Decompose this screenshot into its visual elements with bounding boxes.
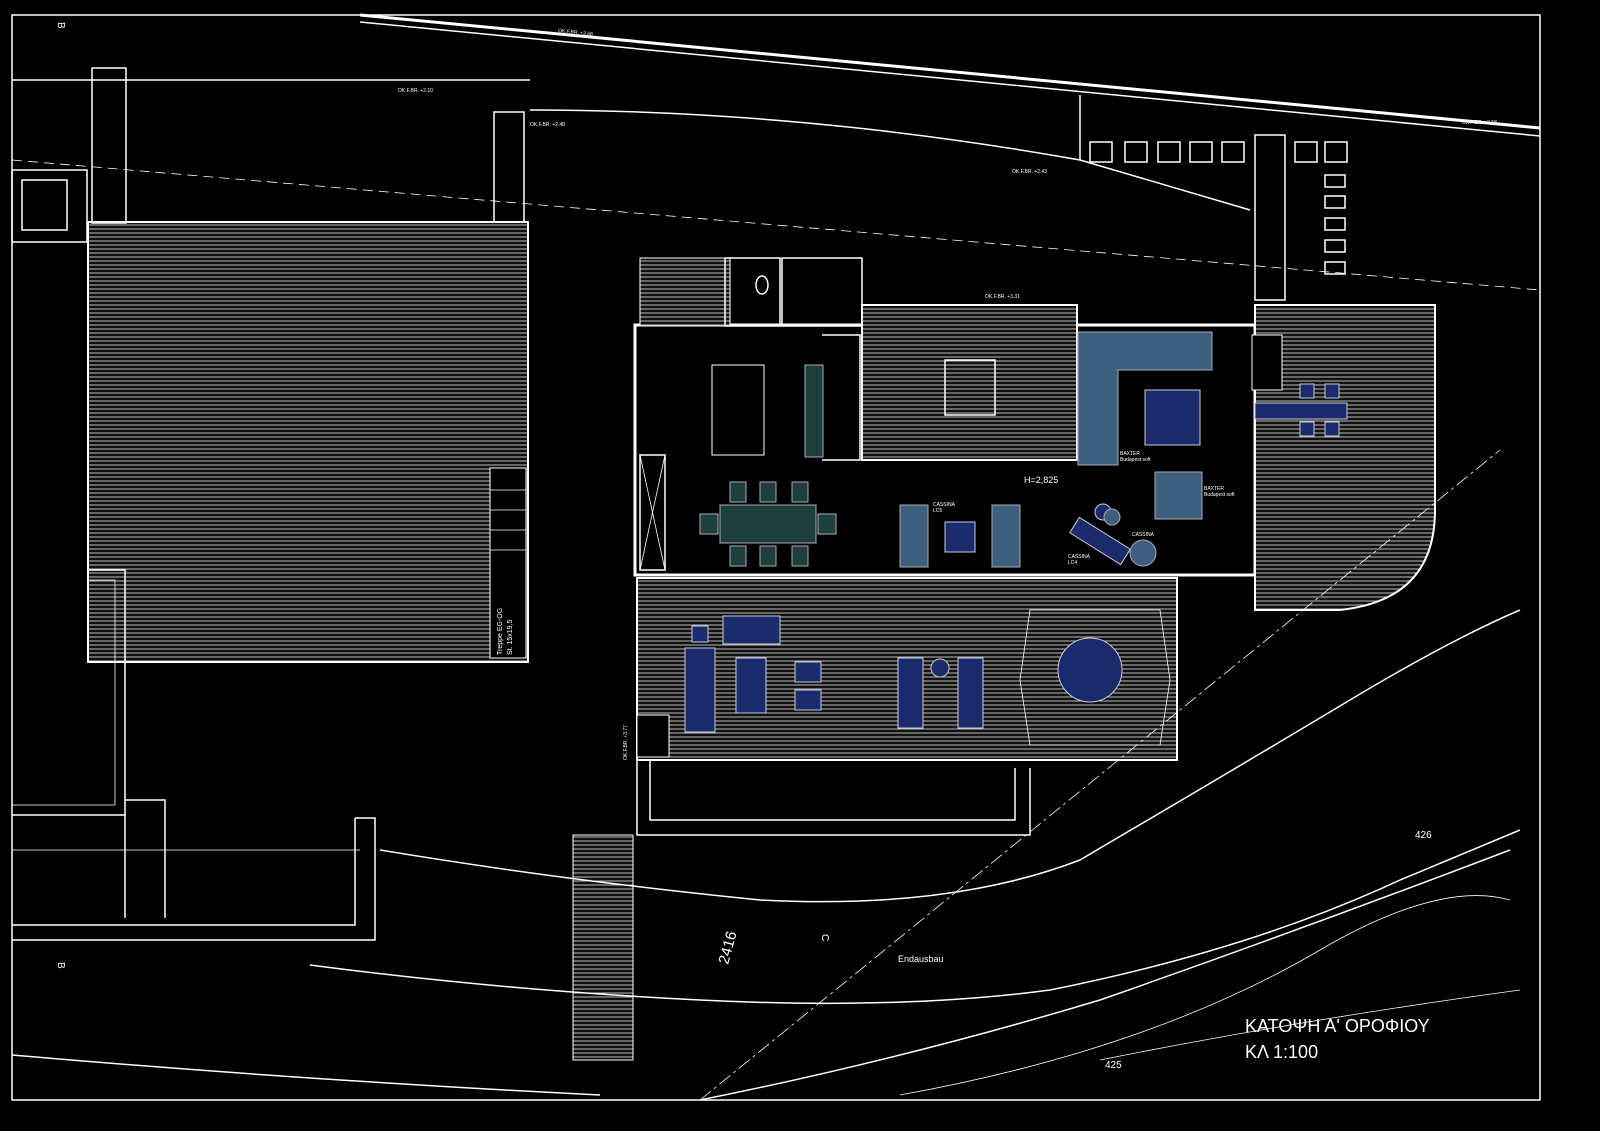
level-label: OK.F.BR. +3.58 [1462, 120, 1497, 126]
furniture-label: LC4 [1068, 560, 1077, 566]
section-marker: B [55, 22, 66, 29]
contour-label: 425 [1105, 1060, 1122, 1071]
dining-table [699, 481, 837, 567]
furniture-label: CASSINA [933, 502, 956, 508]
parking [1089, 141, 1348, 275]
drawing-title: ΚΑΤΟΨΗ Α' ΟΡΟΦΙΟΥ [1245, 1016, 1430, 1036]
front-stair [572, 834, 634, 1061]
kitchen-island [711, 364, 765, 456]
bathroom-1 [724, 257, 781, 327]
furniture-label: LC6 [933, 508, 942, 514]
outdoor-furniture [684, 383, 1348, 733]
bathroom-2 [781, 257, 863, 327]
level-label: OK.F.BR. +2.43 [1012, 169, 1047, 175]
outdoor-round-table [1057, 637, 1123, 703]
level-label: OK.F.BR. +3.31 [985, 294, 1020, 300]
kitchen-counter [804, 364, 824, 458]
section-marker: B [55, 962, 66, 969]
terrace-left [87, 221, 529, 663]
square-sofa [1154, 471, 1203, 520]
stair-left [489, 467, 527, 659]
armchair [991, 504, 1021, 568]
furniture-label: CASSINA [1132, 532, 1155, 538]
ceiling-height: H=2,825 [1024, 475, 1058, 485]
elevator [11, 169, 88, 243]
furniture-label: BAXTER [1120, 451, 1140, 457]
stair-label: Treppe EG-OG [497, 608, 504, 655]
level-label: OK.F.BR. +2.10 [398, 88, 433, 94]
furniture-label: Budapest soft [1204, 492, 1235, 498]
stair-spec: St. 15x19,5 [507, 619, 514, 655]
lounge-chair [1069, 516, 1131, 566]
contour-label: 2416 [715, 929, 740, 966]
furniture-label: Budapest soft [1120, 457, 1151, 463]
terrain-contours [11, 449, 1521, 1101]
coffee-table [944, 521, 976, 553]
level-label: OK.F.BR. +3.77 [623, 725, 629, 760]
road [11, 13, 1541, 291]
contour-label: 426 [1415, 830, 1432, 841]
round-table [1129, 539, 1157, 567]
drawing-frame [11, 14, 1541, 1101]
level-label: OK.F.BR. +2.48 [530, 122, 565, 128]
courtyard [861, 304, 1078, 461]
ottoman [1144, 389, 1201, 446]
terrace-east [1254, 304, 1436, 611]
furniture-label: BAXTER [1204, 486, 1224, 492]
drawing-scale: ΚΛ 1:100 [1245, 1042, 1318, 1062]
tree-planter [944, 359, 996, 416]
level-label: OK.F.BR. +3.58 [558, 28, 594, 38]
area-label: Endausbau [898, 954, 944, 964]
armchair [899, 504, 929, 568]
furniture-label: CASSINA [1068, 554, 1091, 560]
sectional-sofa [1077, 331, 1213, 466]
section-marker: C [819, 934, 830, 941]
